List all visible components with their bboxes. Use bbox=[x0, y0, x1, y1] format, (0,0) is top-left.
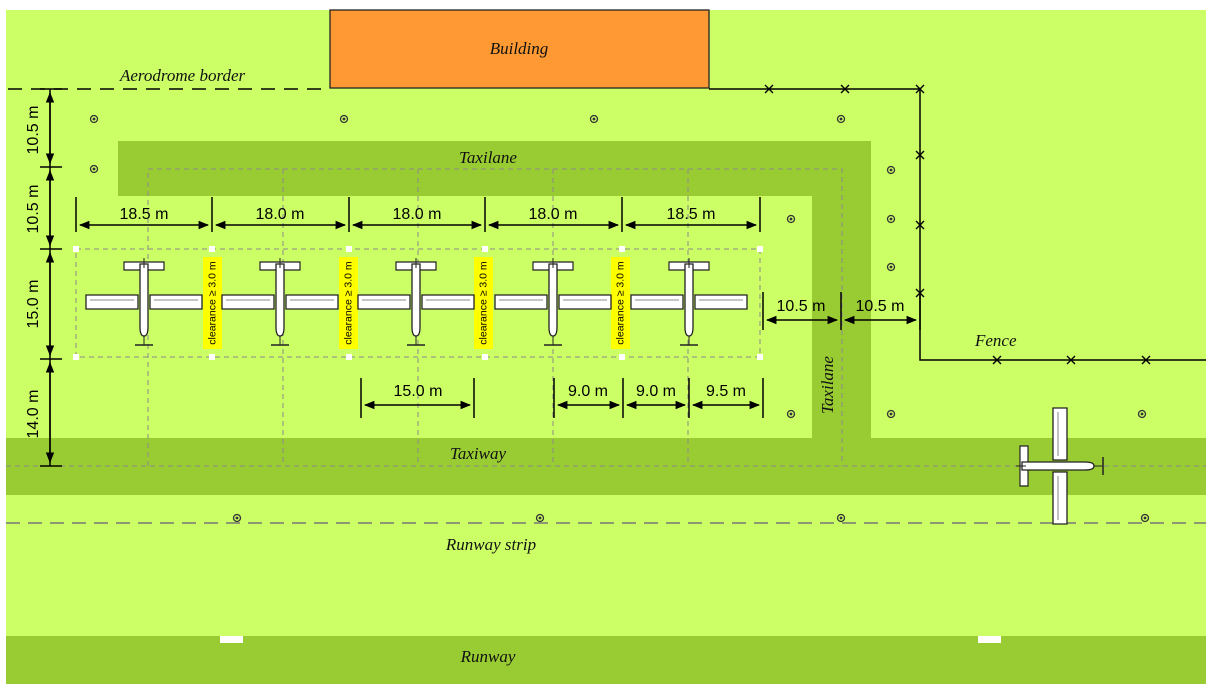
dim-bottom-1: 15.0 m bbox=[394, 383, 443, 400]
building bbox=[329, 9, 710, 89]
clearance-label-4: clearance ≥ 3.0 m bbox=[614, 261, 626, 345]
dim-stand-2: 18.0 m bbox=[256, 206, 305, 223]
dim-bottom-3: 9.0 m bbox=[636, 383, 676, 400]
runway-marking-right bbox=[978, 636, 1001, 643]
runway-marking-left bbox=[220, 636, 243, 643]
clearance-label-3: clearance ≥ 3.0 m bbox=[477, 261, 489, 345]
right-dimensions: 10.5 m 10.5 m bbox=[762, 292, 921, 330]
clearance-label-2: clearance ≥ 3.0 m bbox=[342, 261, 354, 345]
dim-stand-3: 18.0 m bbox=[393, 206, 442, 223]
dim-stand-4: 18.0 m bbox=[529, 206, 578, 223]
clearance-label-1: clearance ≥ 3.0 m bbox=[206, 261, 218, 345]
taxilane-pavement bbox=[118, 141, 871, 438]
building-label: Building bbox=[490, 39, 549, 58]
dim-bottom-4: 9.5 m bbox=[706, 383, 746, 400]
clearance-markers: clearance ≥ 3.0 m clearance ≥ 3.0 m clea… bbox=[203, 257, 630, 349]
clearance-marker-3 bbox=[474, 257, 493, 349]
stand-width-dimensions: 18.5 m 18.0 m 18.0 m 18.0 m 18.5 m bbox=[75, 197, 761, 232]
runway-strip-label: Runway strip bbox=[445, 535, 536, 554]
clearance-marker-1 bbox=[203, 257, 222, 349]
stand-corner-markers bbox=[73, 246, 763, 360]
bottom-dimensions: 15.0 m 9.0 m 9.0 m 9.5 m bbox=[360, 378, 764, 418]
clearance-marker-4 bbox=[611, 257, 630, 349]
dim-bottom-2: 9.0 m bbox=[568, 383, 608, 400]
left-dimensions: 10.5 m 10.5 m 15.0 m 14.0 m bbox=[25, 88, 62, 467]
taxilane-top-label: Taxilane bbox=[459, 148, 517, 167]
grass-area bbox=[6, 10, 1206, 684]
runway-label: Runway bbox=[460, 647, 516, 666]
dim-left-3: 15.0 m bbox=[25, 280, 42, 329]
fence-label: Fence bbox=[974, 331, 1017, 350]
dim-right-1: 10.5 m bbox=[777, 298, 826, 315]
aerodrome-border-label: Aerodrome border bbox=[119, 66, 246, 85]
taxiway-label: Taxiway bbox=[450, 444, 507, 463]
dim-stand-1: 18.5 m bbox=[120, 206, 169, 223]
dim-stand-5: 18.5 m bbox=[667, 206, 716, 223]
taxilane-side-label: Taxilane bbox=[818, 356, 837, 414]
clearance-marker-2 bbox=[339, 257, 358, 349]
dim-left-1: 10.5 m bbox=[25, 106, 42, 155]
dim-left-2: 10.5 m bbox=[25, 185, 42, 234]
runway-pavement bbox=[6, 636, 1206, 684]
dim-left-4: 14.0 m bbox=[25, 390, 42, 439]
dim-right-2: 10.5 m bbox=[856, 298, 905, 315]
